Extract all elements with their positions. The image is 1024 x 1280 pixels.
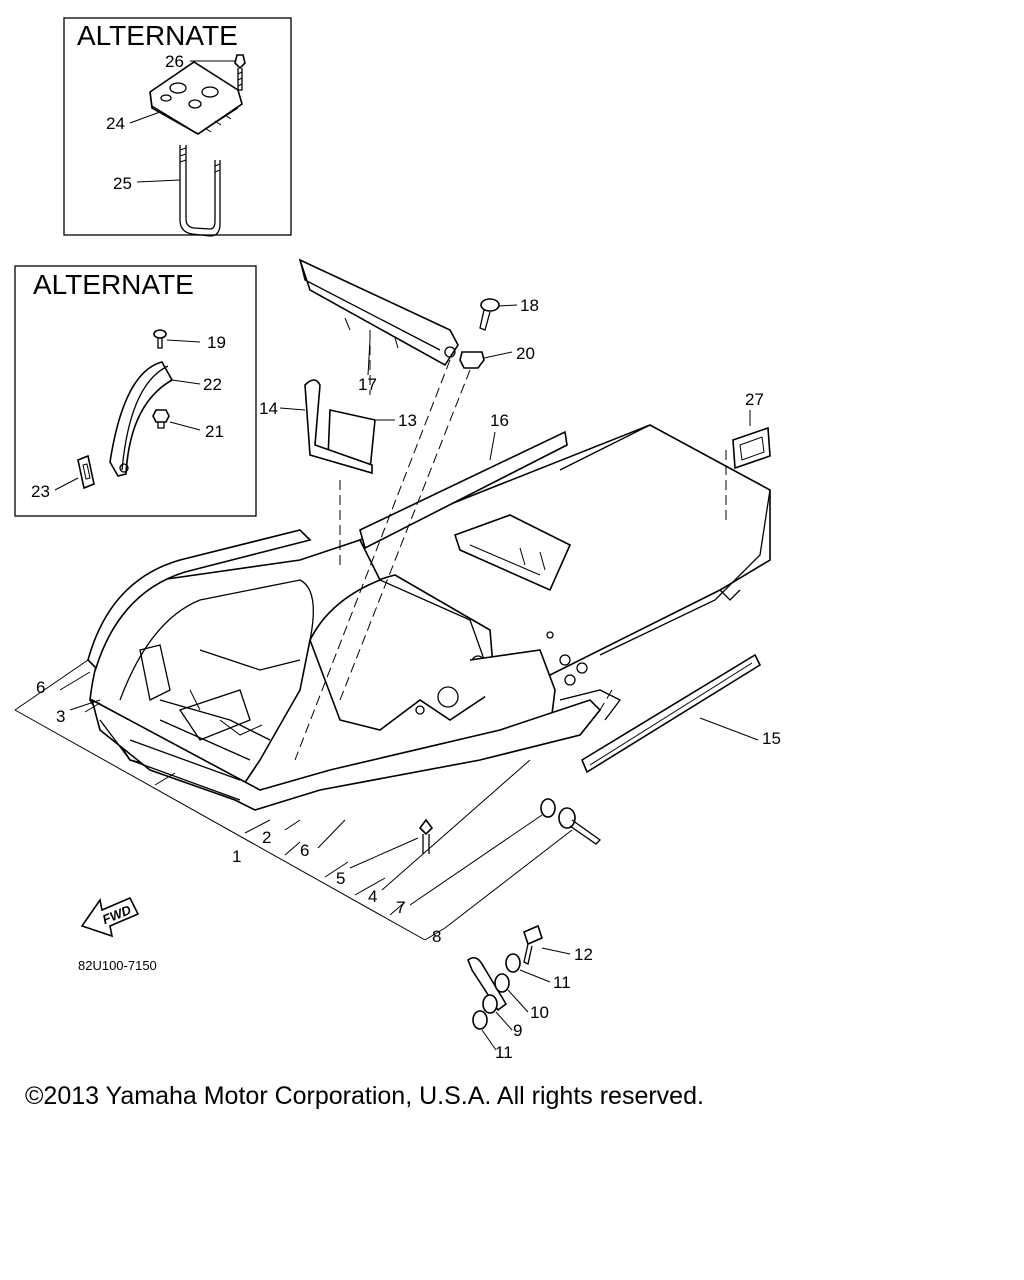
bolt-18-icon — [479, 298, 500, 331]
alternate-box-1-title: ALTERNATE — [77, 20, 238, 51]
pad-23-icon — [77, 454, 95, 490]
plate-27-icon — [732, 426, 771, 470]
callout-1: 1 — [232, 847, 241, 866]
callout-10: 10 — [530, 1003, 549, 1022]
callout-6-bottom: 6 — [300, 841, 309, 860]
callout-3: 3 — [56, 707, 65, 726]
bolt-26-icon — [234, 54, 246, 91]
nut-21-icon — [152, 409, 170, 429]
alternate-box-2: ALTERNATE 19 22 21 23 — [14, 265, 257, 517]
bracket-24-icon — [149, 61, 243, 135]
callout-17: 17 — [358, 375, 377, 394]
alternate-box-2-title: ALTERNATE — [33, 269, 194, 300]
cover-17-icon — [298, 258, 459, 367]
washer-7-icon — [540, 798, 556, 818]
copyright-notice: ©2013 Yamaha Motor Corporation, U.S.A. A… — [25, 1082, 704, 1110]
handle-14-icon — [304, 379, 373, 475]
u-bolt-25-icon — [179, 145, 221, 237]
callout-9: 9 — [513, 1021, 522, 1040]
callout-14: 14 — [259, 399, 278, 418]
callout-25: 25 — [113, 174, 132, 193]
callout-6-left: 6 — [36, 678, 45, 697]
callout-27: 27 — [745, 390, 764, 409]
fastener-5-icon — [418, 818, 434, 854]
plug-8-icon — [558, 807, 602, 845]
callout-11-top: 11 — [553, 973, 571, 992]
callout-19: 19 — [207, 333, 226, 352]
grommet-20-icon — [459, 351, 485, 369]
callout-26: 26 — [165, 52, 184, 71]
drawing-code: 82U100-7150 — [78, 958, 157, 973]
callout-20: 20 — [516, 344, 535, 363]
callout-22: 22 — [203, 375, 222, 394]
callout-8: 8 — [432, 927, 441, 946]
callout-12: 12 — [574, 945, 593, 964]
callout-13: 13 — [398, 411, 417, 430]
callout-21: 21 — [205, 422, 224, 441]
callout-18: 18 — [520, 296, 539, 315]
callout-2: 2 — [262, 828, 271, 847]
exploded-parts-diagram: ALTERNATE 26 24 25 — [14, 17, 781, 1062]
callout-4: 4 — [368, 887, 377, 906]
hardware-stack-icon — [467, 924, 543, 1030]
hull-body — [87, 424, 771, 811]
callout-24: 24 — [106, 114, 125, 133]
alternate-box-1: ALTERNATE 26 24 25 — [63, 17, 292, 237]
callout-16: 16 — [490, 411, 509, 430]
callout-7: 7 — [396, 898, 405, 917]
screw-19-icon — [153, 329, 167, 349]
reference-lines — [14, 659, 573, 941]
fwd-arrow-icon: FWD — [80, 896, 140, 938]
callout-15: 15 — [762, 729, 781, 748]
callout-23: 23 — [31, 482, 50, 501]
callout-5: 5 — [336, 869, 345, 888]
grab-bar-22-icon — [109, 361, 174, 477]
callout-11-bottom: 11 — [495, 1043, 513, 1062]
